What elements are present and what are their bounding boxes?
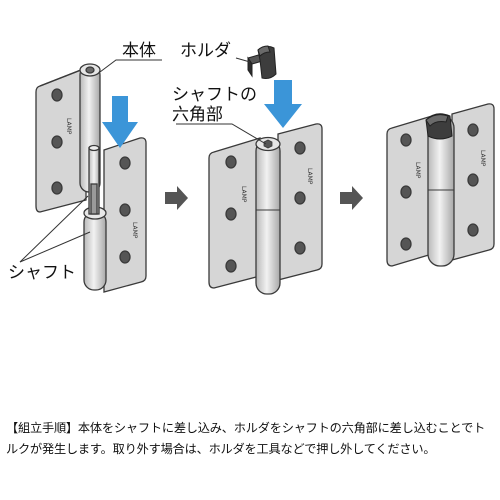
label-hex-line1: シャフトの: [172, 85, 257, 105]
leader-holder: [235, 57, 251, 63]
label-holder: ホルダ: [180, 41, 231, 61]
assembly-caption: 【組立手順】本体をシャフトに差し込み、ホルダをシャフトの六角部に差し込むことでト…: [6, 421, 486, 456]
step1-down-arrow: [102, 96, 138, 148]
step3-right-brand: LAMP: [479, 150, 486, 167]
holder-inserted: [425, 113, 453, 140]
holder-part: [247, 45, 277, 79]
step3-left-brand: LAMP: [414, 162, 421, 179]
label-hex-line2: 六角部: [172, 105, 223, 125]
label-body: 本体: [122, 41, 156, 61]
right-arrow-2: [340, 186, 363, 210]
step2-hinge: [208, 123, 323, 295]
step3-assembled-hinge: [386, 103, 495, 267]
step2-left-brand: LAMP: [240, 186, 247, 203]
right-arrow-1: [165, 186, 188, 210]
leader-body: [99, 59, 162, 73]
leader-shaft-1: [19, 195, 89, 263]
step2-right-brand: LAMP: [306, 168, 313, 185]
leader-hex: [176, 123, 267, 145]
step1-shaft-brand: LAMP: [131, 222, 138, 239]
step1-shaft-part: [83, 137, 147, 293]
step1-body-brand: LAMP: [65, 118, 72, 135]
label-shaft: シャフト: [8, 263, 76, 283]
step2-down-arrow: [264, 80, 302, 128]
leader-shaft-2: [19, 231, 91, 263]
